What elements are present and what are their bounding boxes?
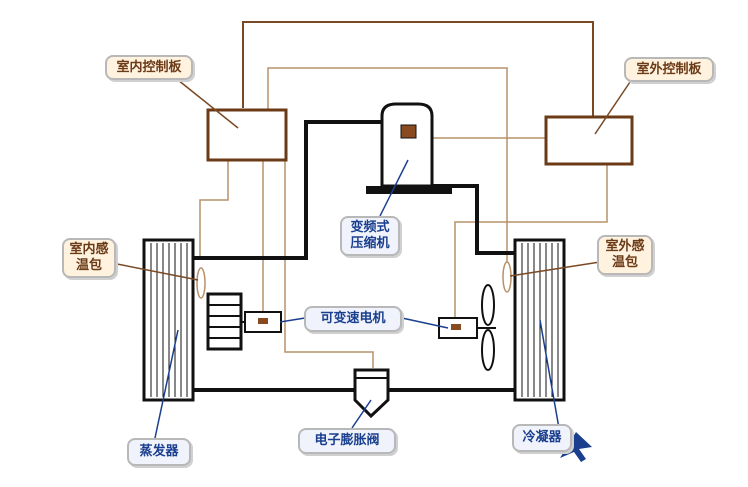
indoor-fan-motor [241,311,282,333]
indoor-fan [206,292,243,351]
condenser-coil [513,238,566,402]
leader-motor-indoor [279,317,306,323]
inverter-compressor [366,102,452,194]
outdoor-board-to-motor-wire [454,163,608,318]
valve-body [353,368,390,419]
leader-valve [351,399,372,429]
label-indoor-temp-sensor: 室内感 温包 [62,238,116,278]
electronic-expansion-valve [353,368,390,419]
label-electronic-expansion-valve: 电子膨胀阀 [298,428,396,454]
indoor-board-to-indoor-sensor-wire [199,160,229,258]
refrigerant-piping [193,120,515,392]
label-outdoor-temp-sensor: 室外感 温包 [597,235,653,275]
compressor-to-outdoor-board-wire [419,120,546,139]
leader-outdoor-sensor [509,261,601,277]
outdoor-axial-fan [481,284,495,371]
leader-lines [111,79,631,439]
leader-motor-outdoor [401,317,449,329]
fan-blade-lower [481,329,495,371]
compressor-inverter-module [400,124,417,139]
leader-indoor-board [177,79,239,129]
evaporator-fins [150,243,188,397]
leader-indoor-sensor [111,262,199,281]
leader-evaporator [154,329,179,439]
compressor-base [366,186,452,194]
indoor-temp-sensor-bulb [196,267,206,299]
outdoor-temp-sensor-bulb [502,261,512,293]
label-indoor-control-board: 室内控制板 [105,55,193,80]
control-wiring [242,21,594,117]
indoor-control-board [206,108,288,162]
label-outdoor-control-board: 室外控制板 [624,57,714,82]
indoor-board-to-valve-wire [284,160,374,368]
fan-blade-upper [481,284,495,326]
outdoor-fan-motor [438,317,496,339]
label-evaporator: 蒸发器 [127,438,191,466]
indoor-board-to-outdoor-sensor-wire [267,67,508,262]
leader-compressor [379,159,409,217]
pointer-arrow-icon [560,432,592,462]
label-condenser: 冷凝器 [512,424,572,452]
label-variable-speed-motor: 可变速电机 [304,306,402,332]
leader-condenser [539,319,561,435]
board-link-wire [242,21,594,117]
evaporator-to-compressor-pipe [193,120,382,260]
indoor-fan-body [206,292,243,351]
leader-outdoor-board [594,81,631,135]
outdoor-control-board [544,115,634,166]
label-inverter-compressor: 变频式 压缩机 [340,216,400,256]
compressor-to-condenser-pipe [430,184,515,255]
compressor-body [380,102,434,188]
